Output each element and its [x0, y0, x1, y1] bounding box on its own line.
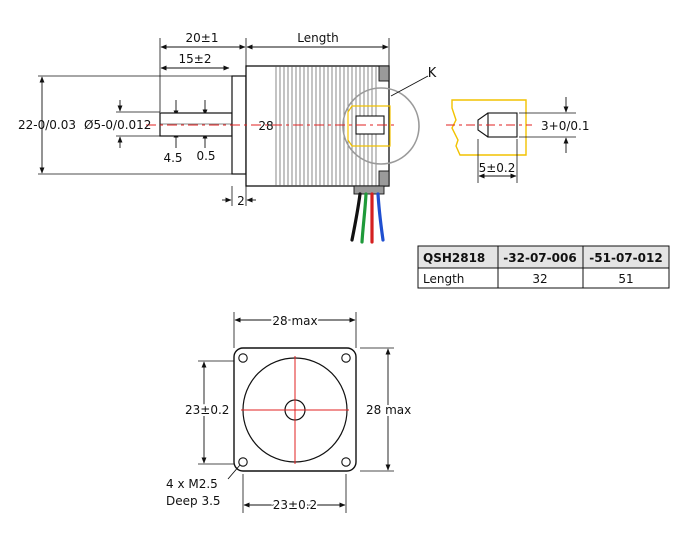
detail-view: 3+0/0.1 5±0.2 — [446, 97, 589, 183]
table-header-variant-32: -32-07-006 — [503, 251, 576, 265]
side-view: 20±1 15±2 Length 22-0/0.03 Ø5-0/0.012 28… — [18, 31, 437, 244]
length-table: QSH2818 -32-07-006 -51-07-012 Length 32 … — [417, 245, 670, 289]
holes-callout-line2: Deep 3.5 — [166, 494, 221, 508]
dim-bottom-label: 23±0.2 — [273, 498, 317, 512]
dim-0-5-label: 0.5 — [196, 149, 215, 163]
table-header-model: QSH2818 — [423, 251, 485, 265]
table-header-variant-51: -51-07-012 — [589, 251, 662, 265]
dim-left-label: 23±0.2 — [185, 403, 229, 417]
front-view: 28 max 28 max 23±0.2 23±0.2 4 x M2.5 Dee… — [166, 312, 413, 514]
dim-4-5-label: 4.5 — [163, 151, 182, 165]
holes-callout-line1: 4 x M2.5 — [166, 477, 218, 491]
table-cell-32: 32 — [532, 272, 547, 286]
dim-2-label: 2 — [237, 194, 245, 208]
cooling-fins — [275, 66, 377, 186]
detail-k-label: K — [428, 66, 437, 81]
dim-15-label: 15±2 — [179, 52, 212, 66]
table-row-label: Length — [423, 272, 464, 286]
dim-depth-label: 3+0/0.1 — [541, 119, 589, 133]
dim-shaft-label: Ø5-0/0.012 — [84, 118, 151, 132]
dim-22-label: 22-0/0.03 — [18, 118, 76, 132]
dim-width-label: 5±0.2 — [479, 161, 516, 175]
table-cell-51: 51 — [618, 272, 633, 286]
dim-28-side-label: 28 — [258, 119, 273, 133]
dim-length-label: Length — [297, 31, 338, 45]
dim-20-label: 20±1 — [186, 31, 219, 45]
dim-top-label: 28 max — [272, 314, 317, 328]
dim-right-label: 28 max — [366, 403, 411, 417]
